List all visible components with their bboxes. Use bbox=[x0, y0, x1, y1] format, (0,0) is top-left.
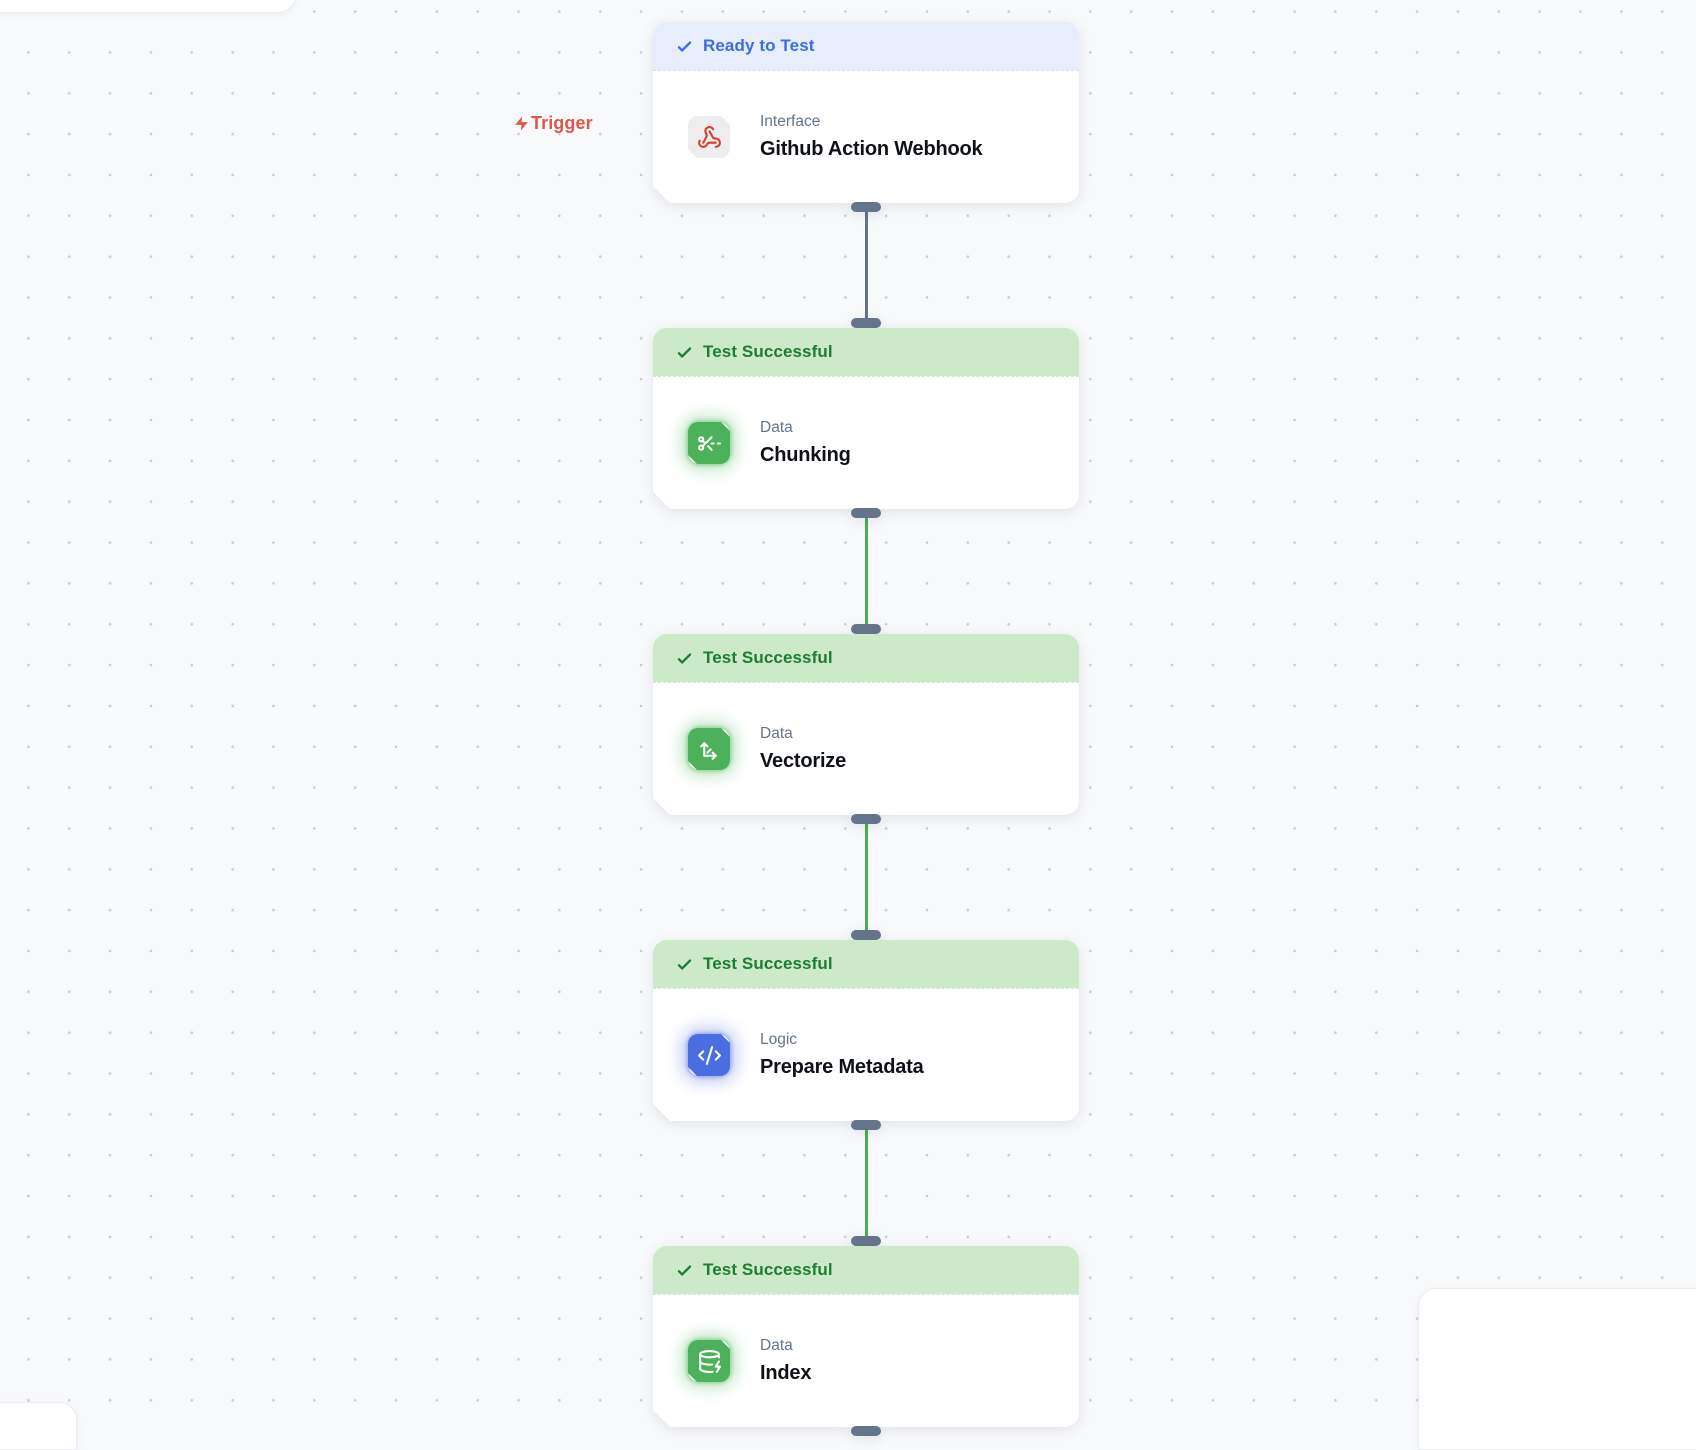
node-icon-tile bbox=[688, 422, 730, 464]
output-handle[interactable] bbox=[851, 1426, 881, 1436]
database-zap-icon bbox=[697, 1349, 722, 1374]
node-title: Index bbox=[760, 1362, 812, 1384]
workflow-node[interactable]: Ready to Test Interface Github Action We… bbox=[653, 22, 1079, 212]
check-icon bbox=[677, 1264, 692, 1276]
status-badge: Test Successful bbox=[653, 940, 1079, 988]
status-badge: Ready to Test bbox=[653, 22, 1079, 70]
node-title: Chunking bbox=[760, 444, 851, 466]
toolbar-panel-top-left bbox=[0, 0, 296, 13]
node-icon-tile bbox=[688, 728, 730, 770]
scissors-cut-icon bbox=[697, 431, 722, 456]
check-icon bbox=[677, 346, 692, 358]
status-badge: Test Successful bbox=[653, 328, 1079, 376]
connection-line[interactable] bbox=[864, 1120, 868, 1246]
node-category-label: Data bbox=[760, 725, 793, 742]
connection-line[interactable] bbox=[864, 814, 868, 940]
node-category-label: Data bbox=[760, 1337, 793, 1354]
status-check-icon bbox=[675, 1261, 694, 1280]
status-badge: Test Successful bbox=[653, 1246, 1079, 1294]
status-check-icon bbox=[675, 955, 694, 974]
connection-line[interactable] bbox=[864, 508, 868, 634]
node-body[interactable]: Data Vectorize bbox=[653, 682, 1079, 815]
check-icon bbox=[677, 652, 692, 664]
trigger-label: Trigger bbox=[513, 113, 593, 134]
workflow-node[interactable]: Test Successful Data Chunking bbox=[653, 318, 1079, 518]
node-body[interactable]: Data Index bbox=[653, 1294, 1079, 1427]
status-check-icon bbox=[675, 37, 694, 56]
workflow-node[interactable]: Test Successful Data Index bbox=[653, 1236, 1079, 1436]
connection-line[interactable] bbox=[864, 202, 868, 328]
check-icon bbox=[677, 958, 692, 970]
output-handle[interactable] bbox=[851, 1120, 881, 1130]
status-check-icon bbox=[675, 649, 694, 668]
output-handle[interactable] bbox=[851, 202, 881, 212]
output-handle[interactable] bbox=[851, 814, 881, 824]
workflow-node[interactable]: Test Successful Data Vectorize bbox=[653, 624, 1079, 824]
node-title: Vectorize bbox=[760, 750, 847, 772]
input-handle[interactable] bbox=[851, 318, 881, 328]
zap-icon bbox=[515, 116, 528, 131]
toolbar-panel-bottom-right bbox=[1418, 1288, 1696, 1450]
workflow-node[interactable]: Test Successful Logic Prepare Metadata bbox=[653, 930, 1079, 1130]
node-icon-tile bbox=[688, 1340, 730, 1382]
output-handle[interactable] bbox=[851, 508, 881, 518]
check-icon bbox=[677, 40, 692, 52]
status-badge: Test Successful bbox=[653, 634, 1079, 682]
status-label: Ready to Test bbox=[703, 36, 815, 55]
node-category-label: Interface bbox=[760, 113, 821, 130]
node-title: Github Action Webhook bbox=[760, 138, 983, 160]
status-label: Test Successful bbox=[703, 1260, 833, 1279]
status-check-icon bbox=[675, 343, 694, 362]
status-label: Test Successful bbox=[703, 954, 833, 973]
node-body[interactable]: Logic Prepare Metadata bbox=[653, 988, 1079, 1121]
node-category-label: Logic bbox=[760, 1031, 798, 1048]
input-handle[interactable] bbox=[851, 624, 881, 634]
node-title: Prepare Metadata bbox=[760, 1056, 924, 1078]
webhook-icon bbox=[697, 125, 722, 150]
node-body[interactable]: Interface Github Action Webhook bbox=[653, 70, 1079, 203]
node-body[interactable]: Data Chunking bbox=[653, 376, 1079, 509]
node-category-label: Data bbox=[760, 419, 793, 436]
trigger-text: Trigger bbox=[531, 113, 593, 133]
axes-arrows-icon bbox=[697, 737, 722, 762]
status-label: Test Successful bbox=[703, 342, 833, 361]
node-icon-tile bbox=[688, 116, 730, 158]
input-handle[interactable] bbox=[851, 930, 881, 940]
input-handle[interactable] bbox=[851, 1236, 881, 1246]
status-label: Test Successful bbox=[703, 648, 833, 667]
code-icon bbox=[697, 1043, 722, 1068]
toolbar-panel-bottom-left bbox=[0, 1402, 77, 1450]
node-icon-tile bbox=[688, 1034, 730, 1076]
